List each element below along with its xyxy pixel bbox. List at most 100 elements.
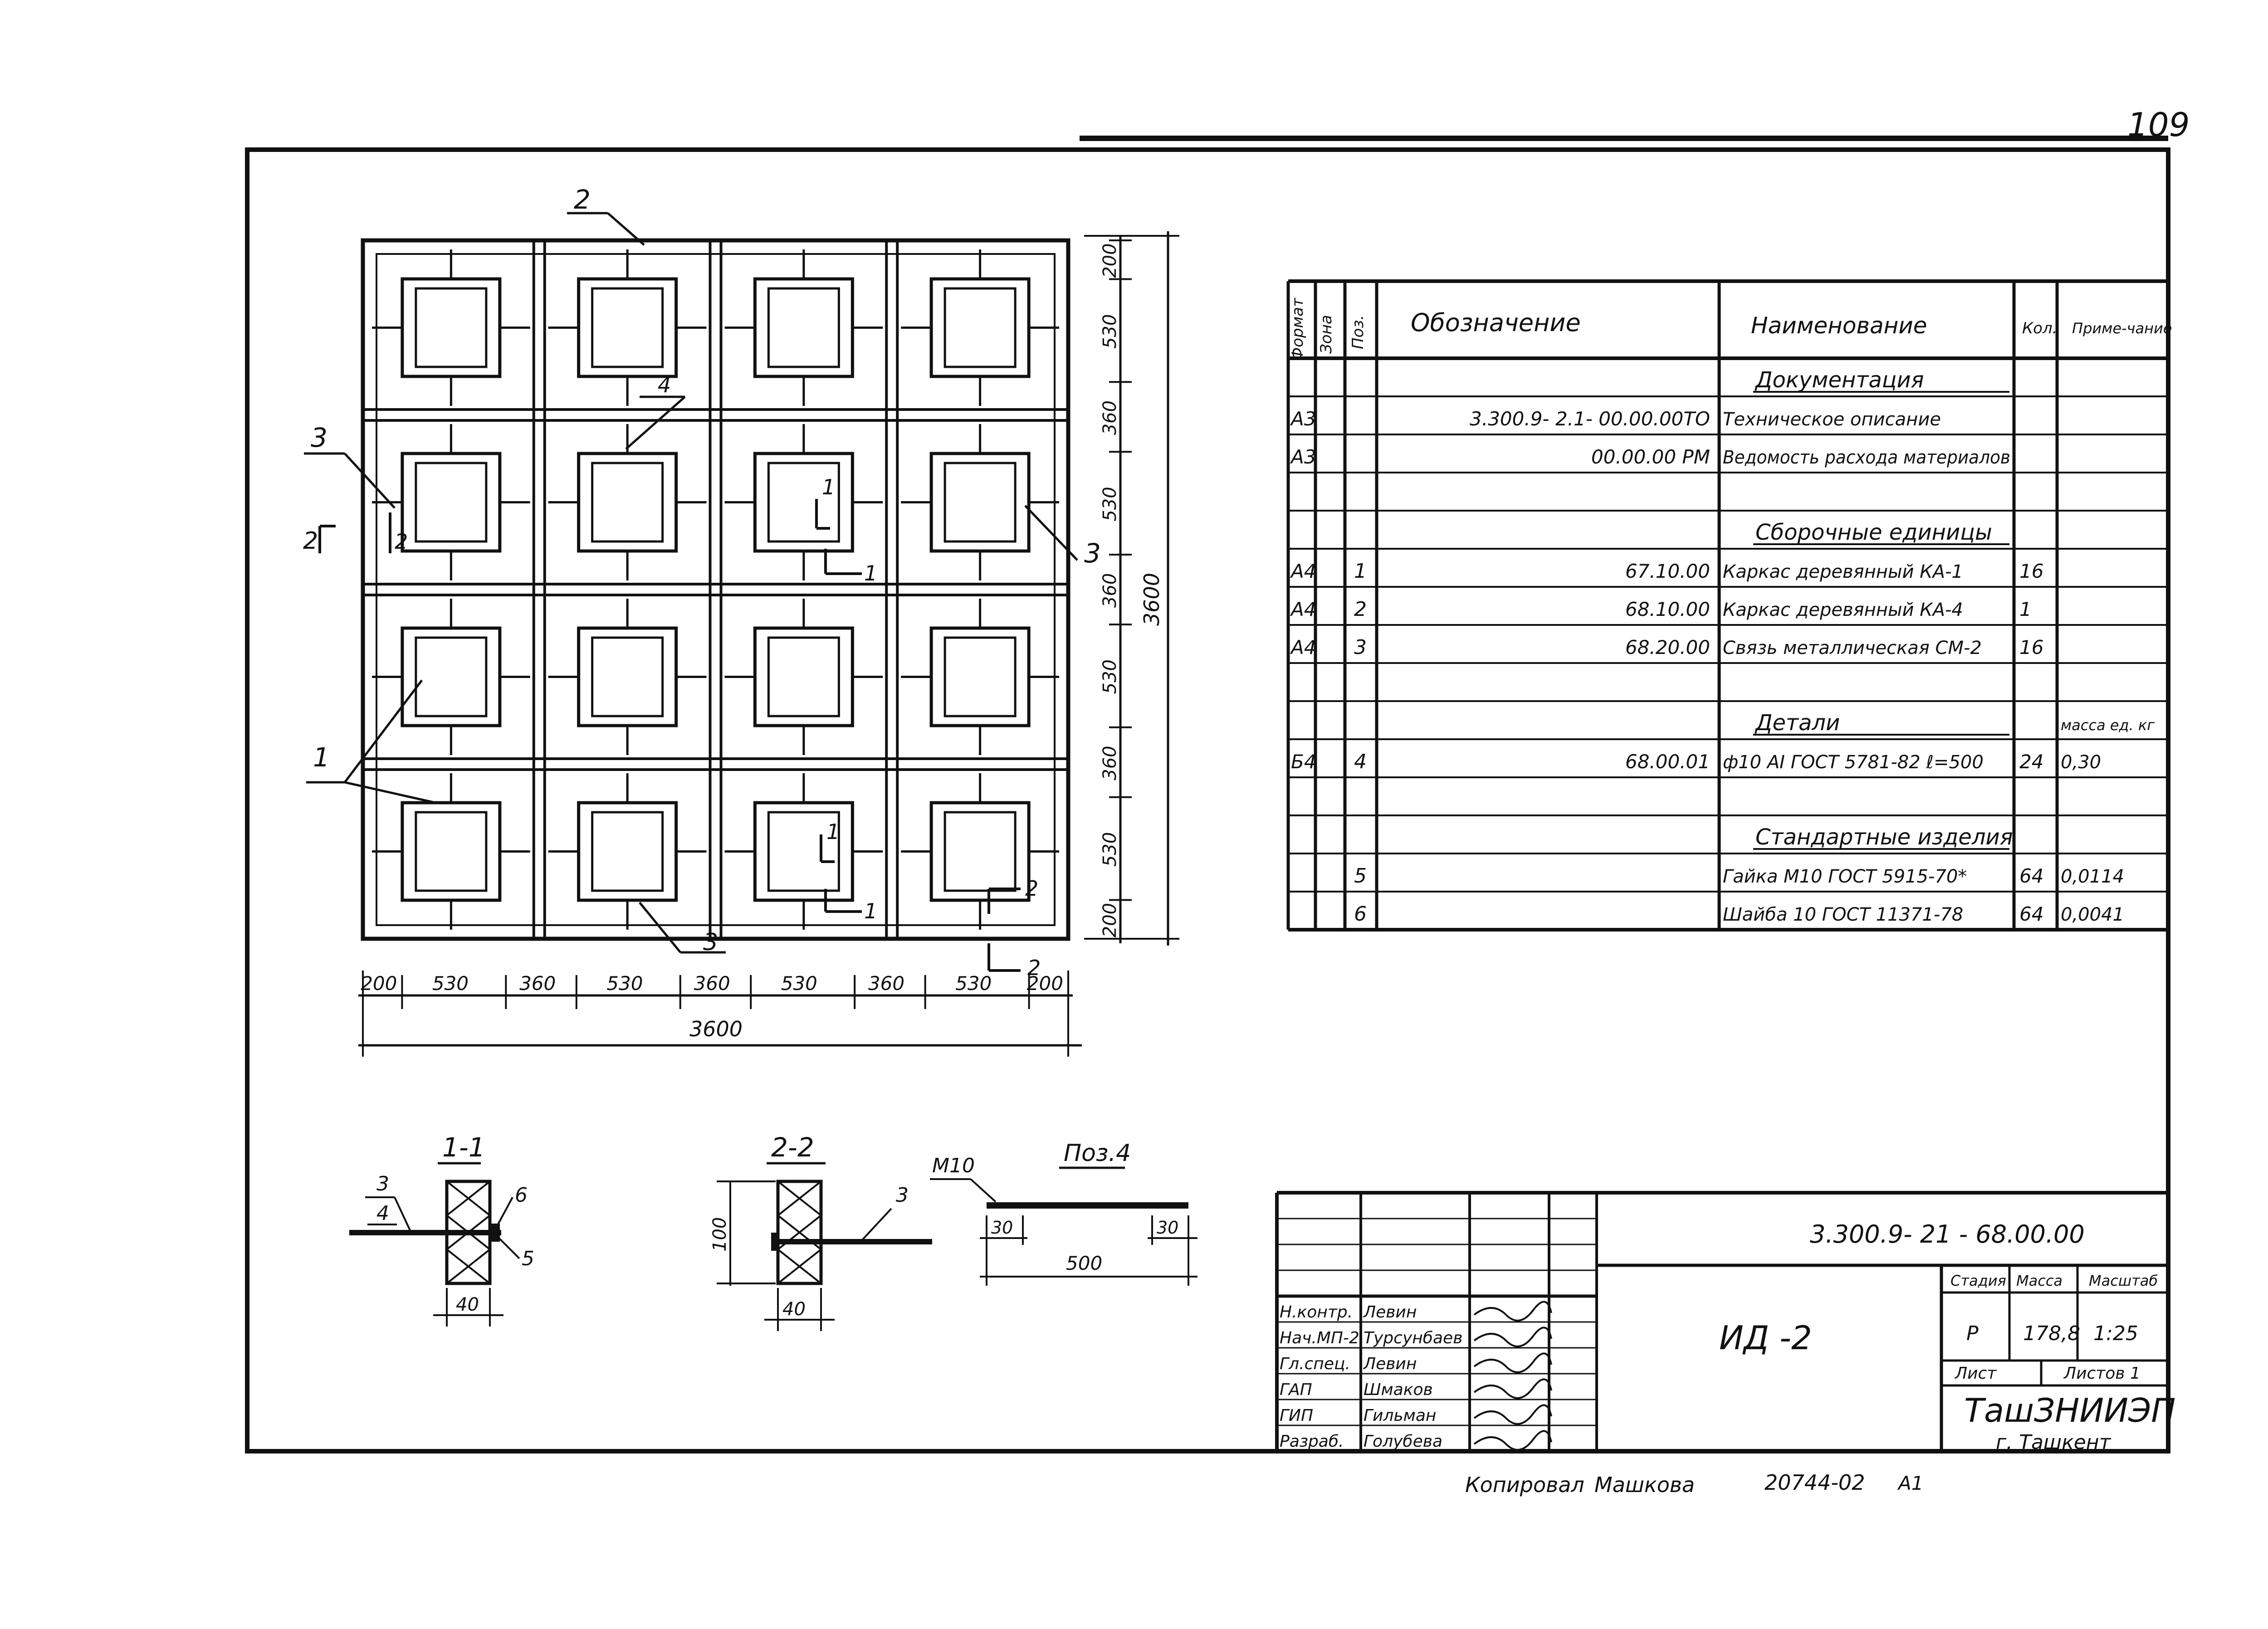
tb-signature-row: Н.контр. Левин	[1280, 1301, 1552, 1322]
tb-person-name: Шмаков	[1364, 1380, 1433, 1399]
section-2-2-title: 2-2	[771, 1132, 814, 1163]
frame-unit-inner	[767, 462, 840, 543]
section-1-1-l3: 3	[376, 1172, 389, 1195]
frame-unit-inner	[591, 462, 664, 543]
section-1-1-l5: 5	[522, 1247, 534, 1270]
spec-cell-pos: 4	[1354, 750, 1367, 773]
section-1-1-l6: 6	[515, 1184, 528, 1207]
title-block-grid	[1275, 1191, 2168, 1451]
tb-stage: Р	[1966, 1322, 1979, 1345]
section-1-1-l6-leader	[496, 1197, 513, 1227]
frame-unit-inner	[767, 636, 840, 717]
dim-bottom-value: 530	[432, 972, 469, 995]
tb-person-name: Левин	[1363, 1303, 1417, 1322]
spec-section-heading: Стандартные изделия	[1755, 824, 2013, 850]
callout-left-1: 1	[313, 742, 330, 773]
frame-unit-inner	[415, 287, 488, 368]
spec-cell-format: А4	[1290, 598, 1316, 620]
tb-role: Нач.МП-2	[1280, 1329, 1359, 1347]
spec-section-heading: Детали	[1755, 710, 1840, 736]
spec-cell-name: Каркас деревянный КА-4	[1723, 600, 1963, 620]
section-1-1: 1-1 3 4 6 5 40	[349, 1132, 534, 1327]
frame-unit-inner	[943, 811, 1017, 892]
tb-signature	[1473, 1301, 1552, 1322]
tb-signature	[1473, 1404, 1552, 1425]
dim-right-value: 530	[1100, 659, 1120, 694]
spec-cell-format: А3	[1290, 446, 1316, 468]
frame-unit-inner	[415, 462, 488, 543]
spec-cell-format: Б4	[1291, 751, 1316, 773]
spec-cell-qty: 1	[2019, 598, 2032, 620]
section-2-2-dim-40: 40	[782, 1299, 806, 1320]
tb-person-name: Гильман	[1364, 1406, 1436, 1425]
frame-unit	[724, 249, 883, 406]
dim-bottom-value: 200	[361, 972, 397, 995]
tb-role: ГИП	[1280, 1406, 1313, 1425]
frame-unit-inner	[591, 636, 664, 717]
frame-unit	[901, 249, 1059, 406]
cut-2-left-label-b: 2	[395, 529, 408, 554]
spec-cell-name: Связь металлическая СМ-2	[1723, 638, 1982, 658]
spec-cell-name: Техническое описание	[1723, 409, 1941, 430]
tb-signature-row: Разраб.Голубева	[1280, 1430, 1552, 1451]
spec-section-heading: Сборочные единицы	[1755, 520, 1992, 545]
spec-section-heading: Документация	[1755, 367, 1924, 393]
spec-cell-name: Шайба 10 ГОСТ 11371-78	[1723, 904, 1963, 925]
section-2-2: 2-2 3 100 40	[709, 1132, 932, 1331]
spec-cell-pos: 2	[1354, 598, 1367, 621]
frame-unit-inner	[943, 636, 1017, 717]
leader-left-3-b	[344, 453, 396, 509]
spec-cell-designation: 68.10.00	[1625, 598, 1710, 620]
spec-cell-note: 0,0114	[2061, 866, 2124, 887]
frame-unit	[372, 249, 530, 406]
spec-row: А4 2 68.10.00 Каркас деревянный КА-4 1	[1290, 598, 2032, 621]
frame-unit	[724, 599, 883, 755]
spec-cell-note: 0,30	[2061, 752, 2101, 773]
spec-head-format: Формат	[1289, 298, 1307, 361]
spec-cell-format: А3	[1290, 408, 1316, 430]
dim-right-value: 200	[1100, 903, 1120, 937]
leader-bottom-3	[639, 902, 681, 953]
tb-sheet-label: Лист	[1954, 1364, 1997, 1383]
dim-right-value: 200	[1100, 243, 1120, 278]
frame-unit-inner	[415, 636, 488, 717]
spec-grid	[1286, 279, 2170, 932]
section-1-1-nut	[490, 1224, 500, 1242]
frame-unit	[548, 424, 707, 580]
spec-head-name: Наименование	[1751, 312, 1927, 339]
spec-cell-pos: 1	[1354, 560, 1367, 583]
dim-right-value: 530	[1100, 832, 1120, 867]
dim-bottom-value: 530	[781, 972, 817, 995]
spec-row: Стандартные изделия	[1753, 824, 2013, 850]
spec-cell-designation: 68.20.00	[1625, 636, 1710, 658]
frame-unit	[901, 424, 1059, 580]
footer-format: А1	[1897, 1472, 1923, 1494]
spec-cell-qty: 64	[2019, 903, 2043, 925]
tb-org: ТашЗНИИЭП	[1964, 1391, 2175, 1429]
leader-pos-4-b	[625, 396, 686, 450]
frame-unit-outer	[753, 452, 854, 553]
section-2-2-bolt-head	[771, 1233, 779, 1251]
pos4-title: Поз.4	[1064, 1140, 1131, 1167]
section-1-1-l5-leader	[498, 1237, 520, 1259]
tb-role: Гл.спец.	[1280, 1355, 1350, 1373]
frame-unit	[372, 773, 530, 930]
plan-drawing: 2 3 2 2 1 3 3 4 1 1 1 1	[303, 184, 1179, 1057]
spec-head-zone: Зона	[1317, 315, 1335, 354]
dim-bottom-value: 360	[694, 972, 730, 995]
pos4-len: 500	[1066, 1252, 1102, 1274]
tb-signature-row: ГИП Гильман	[1280, 1404, 1552, 1425]
spec-cell-name: Ведомость расхода материалов	[1723, 447, 2010, 468]
frame-unit-inner	[767, 811, 840, 892]
section-1-1-dim-40: 40	[456, 1294, 479, 1315]
dim-bottom-value: 530	[955, 972, 992, 995]
cut-1-bot-label: 1	[826, 819, 840, 844]
tb-role: Н.контр.	[1280, 1303, 1353, 1322]
